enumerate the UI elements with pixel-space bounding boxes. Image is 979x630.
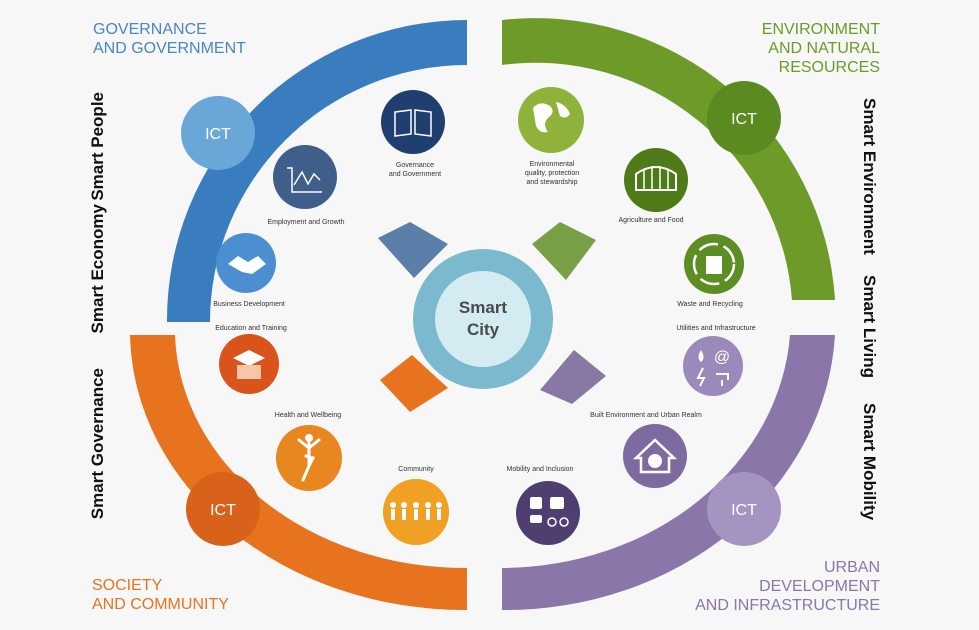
greenhouse-icon [624,148,688,212]
domain-agriculture-food: Agriculture and Food [619,148,688,224]
svg-text:and Government: and Government [389,171,441,178]
svg-text:Environmental: Environmental [530,161,575,168]
connector-diamond-society [380,355,448,412]
svg-text:Business Development: Business Development [213,301,285,308]
ict-label: ICT [210,502,236,519]
urban-title: URBAN DEVELOPMENT AND INFRASTRUCTURE [695,559,880,614]
ict-label: ICT [731,502,757,519]
domain-education-training: Education and Training [215,325,287,394]
society-ring-segment [130,335,467,611]
ict-node-governance: ICT [181,96,255,170]
domain-employment-growth: Employment and Growth [267,145,345,226]
svg-text:DEVELOPMENT: DEVELOPMENT [759,578,880,595]
svg-text:GOVERNANCE: GOVERNANCE [93,21,207,38]
svg-text:Mobility and Inclusion: Mobility and Inclusion [507,466,574,473]
svg-text:SOCIETY: SOCIETY [92,577,163,594]
svg-text:AND GOVERNMENT: AND GOVERNMENT [93,40,246,57]
connector-diamond-environment [532,222,596,280]
governance-ring-segment [166,20,468,322]
svg-text:ENVIRONMENT: ENVIRONMENT [762,21,880,38]
ict-node-society: ICT [186,472,260,546]
ict-label: ICT [205,126,231,143]
domain-built-environment: Built Environment and Urban Realm [590,412,702,488]
side-label-smart-people: Smart People [88,92,107,201]
svg-text:quality, protection: quality, protection [525,170,579,177]
svg-text:Utilities and Infrastructure: Utilities and Infrastructure [676,325,755,332]
transport-icon [516,481,580,545]
svg-text:Governance: Governance [396,162,434,169]
svg-text:Employment and Growth: Employment and Growth [267,219,344,226]
domain-community: Community [383,466,449,545]
book-icon [381,90,445,154]
domain-environmental-quality: Environmental quality, protection and st… [518,87,584,186]
utilities-icon [683,336,743,396]
side-label-smart-governance: Smart Governance [88,368,107,519]
svg-text:Community: Community [398,466,434,473]
globe-icon [518,87,584,153]
svg-text:Health and Wellbeing: Health and Wellbeing [275,412,342,419]
side-label-smart-living: Smart Living [860,275,879,378]
svg-text:Agriculture and Food: Agriculture and Food [619,217,684,224]
side-label-smart-economy: Smart Economy [88,203,107,333]
society-title: SOCIETY AND COMMUNITY [92,577,229,613]
side-label-smart-environment: Smart Environment [860,98,879,255]
domain-governance-government: Governance and Government [381,90,445,178]
svg-text:Waste and Recycling: Waste and Recycling [677,301,743,308]
environment-ring-segment [502,18,835,301]
environment-title: ENVIRONMENT AND NATURAL RESOURCES [762,21,880,76]
center-label-line2: City [467,320,500,339]
svg-text:AND COMMUNITY: AND COMMUNITY [92,596,229,613]
connector-diamond-urban [540,350,606,404]
domain-business-development: Business Development [213,233,285,308]
connector-diamond-governance [378,222,448,278]
domain-waste-recycling: Waste and Recycling [677,234,744,308]
svg-text:AND NATURAL: AND NATURAL [768,40,880,57]
svg-text:Education and Training: Education and Training [215,325,287,332]
svg-text:and stewardship: and stewardship [527,179,578,186]
domain-utilities-infrastructure: Utilities and Infrastructure @ [676,325,756,396]
svg-text:RESOURCES: RESOURCES [779,59,880,76]
ict-label: ICT [731,111,757,128]
ict-node-urban: ICT [707,472,781,546]
svg-text:URBAN: URBAN [824,559,880,576]
governance-title: GOVERNANCE AND GOVERNMENT [93,21,246,57]
domain-mobility-inclusion: Mobility and Inclusion [507,466,580,545]
svg-text:Built Environment and Urban Re: Built Environment and Urban Realm [590,412,702,419]
side-label-smart-mobility: Smart Mobility [860,403,879,521]
ict-node-environment: ICT [707,81,781,155]
urban-ring-segment [502,335,835,611]
domain-health-wellbeing: Health and Wellbeing [275,412,342,491]
smart-city-center: Smart City [413,249,553,389]
svg-text:AND INFRASTRUCTURE: AND INFRASTRUCTURE [695,597,880,614]
svg-text:@: @ [714,349,730,366]
center-label-line1: Smart [459,298,508,317]
